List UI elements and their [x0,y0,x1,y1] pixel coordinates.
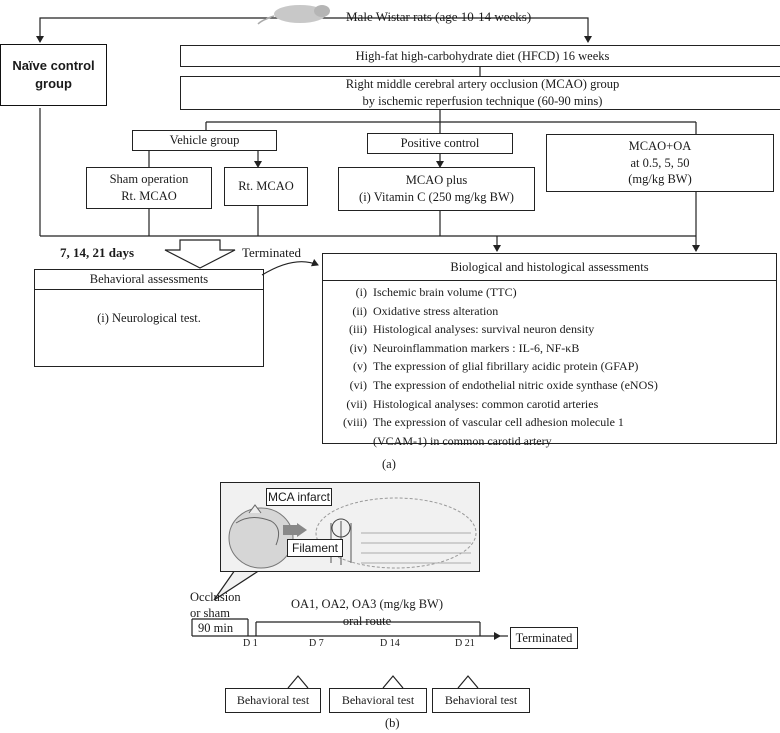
bio-list-item: (iv) Neuroinflammation markers : IL-6, NF… [323,340,580,356]
behavioral-test-d7: Behavioral test [225,688,321,713]
pointer-d14 [382,675,404,689]
bio-header: Biological and histological assessments [323,254,776,281]
bio-list-item: (ii) Oxidative stress alteration [323,304,498,319]
hollow-down-arrow [164,239,236,269]
terminated-curve-arrow [261,258,319,276]
bio-item-text: (VCAM-1) in common carotid artery [373,433,552,448]
bio-item-text: The expression of glial fibrillary acidi… [373,359,639,374]
vehicle-group-box: Vehicle group [132,130,277,151]
bio-item-number: (i) [355,285,367,299]
bio-list-item: (viii) The expression of vascular cell ad… [323,415,624,430]
behavioral-assessments-panel: Behavioral assessments (i) Neurological … [34,269,264,367]
bio-list-item: (v) The expression of glial fibrillary ac… [323,359,638,374]
bio-item-text: The expression of vascular cell adhesion… [373,415,624,430]
bio-list-item: (vii) Histological analyses: common carot… [323,397,598,412]
days-label: 7, 14, 21 days [60,245,135,260]
bio-item-text: The expression of endothelial nitric oxi… [373,378,658,392]
oa-bracket [255,621,481,636]
bio-item-text: Histological analyses: survival neuron d… [373,322,595,337]
terminated-box: Terminated [510,627,578,649]
day14-label: D 14 [380,638,400,649]
caption-a: (a) [382,457,396,471]
occlusion-bracket [191,618,249,637]
bio-list-item: (i) Ischemic brain volume (TTC) [323,285,517,300]
rt-mcao-box: Rt. MCAO [224,167,308,206]
naive-control-box: Naïve control group [0,44,107,106]
ninety-min-label: 90 min [198,621,234,635]
line-mcao-split [205,110,697,134]
line-vehicle-down [148,151,258,167]
bio-assessments-panel: Biological and histological assessments … [322,253,777,448]
sham-operation-box: Sham operation Rt. MCAO [86,167,212,209]
bio-list-item: (iii) Histological analyses: survival neu… [323,322,594,337]
surgery-sketch [228,497,477,569]
surgery-inset [220,482,480,572]
behavioral-header: Behavioral assessments [35,270,263,290]
filament-label: Filament [287,539,343,557]
behavioral-item: (i) Neurological test. [97,311,201,325]
oa-dosing-label: OA1, OA2, OA3 (mg/kg BW) oral route [290,597,444,628]
bio-item-number: (iii) [349,322,367,337]
mca-infarct-label: MCA infarct [266,488,332,506]
arrow-to-hfcd [330,17,592,43]
positive-control-box: Positive control [367,133,513,154]
day21-label: D 21 [455,638,475,649]
behavioral-test-d14: Behavioral test [329,688,427,713]
header-title: Male Wistar rats (age 10-14 weeks) [346,9,532,24]
bio-item-text: Histological analyses: common carotid ar… [373,396,599,411]
bio-list-item: (VCAM-1) in common carotid artery [323,434,552,449]
bio-item-number: (vii) [346,396,367,411]
hfcd-box: High-fat high-carbohydrate diet (HFCD) 1… [180,45,780,67]
bio-item-number: (iv) [349,340,367,355]
terminated-label: Terminated [242,245,302,260]
caption-b: (b) [385,716,400,730]
mcao-oa-box: MCAO+OA at 0.5, 5, 50 (mg/kg BW) [546,134,774,192]
mcao-plus-box: MCAO plus (i) Vitamin C (250 mg/kg BW) [338,167,535,211]
day7-label: D 7 [309,638,324,649]
occlusion-label: Occlusion or sham [190,590,241,620]
bio-item-text: Oxidative stress alteration [373,303,499,318]
pointer-d21 [457,675,479,689]
bio-list-item: (vi) The expression of endothelial nitric… [323,378,658,393]
bio-item-number: (vi) [349,378,367,392]
mcao-group-box: Right middle cerebral artery occlusion (… [180,76,780,110]
arrow-to-naive [36,17,330,43]
behavioral-test-d21: Behavioral test [432,688,530,713]
bio-item-number: (v) [353,359,367,374]
bio-item-number: (viii) [343,415,367,430]
bio-item-number: (ii) [352,303,367,318]
bio-item-text: Neuroinflammation markers : IL-6, NF-κB [373,340,580,355]
pointer-d7 [287,675,309,689]
day1-label: D 1 [243,638,258,649]
bio-item-text: Ischemic brain volume (TTC) [373,285,517,299]
